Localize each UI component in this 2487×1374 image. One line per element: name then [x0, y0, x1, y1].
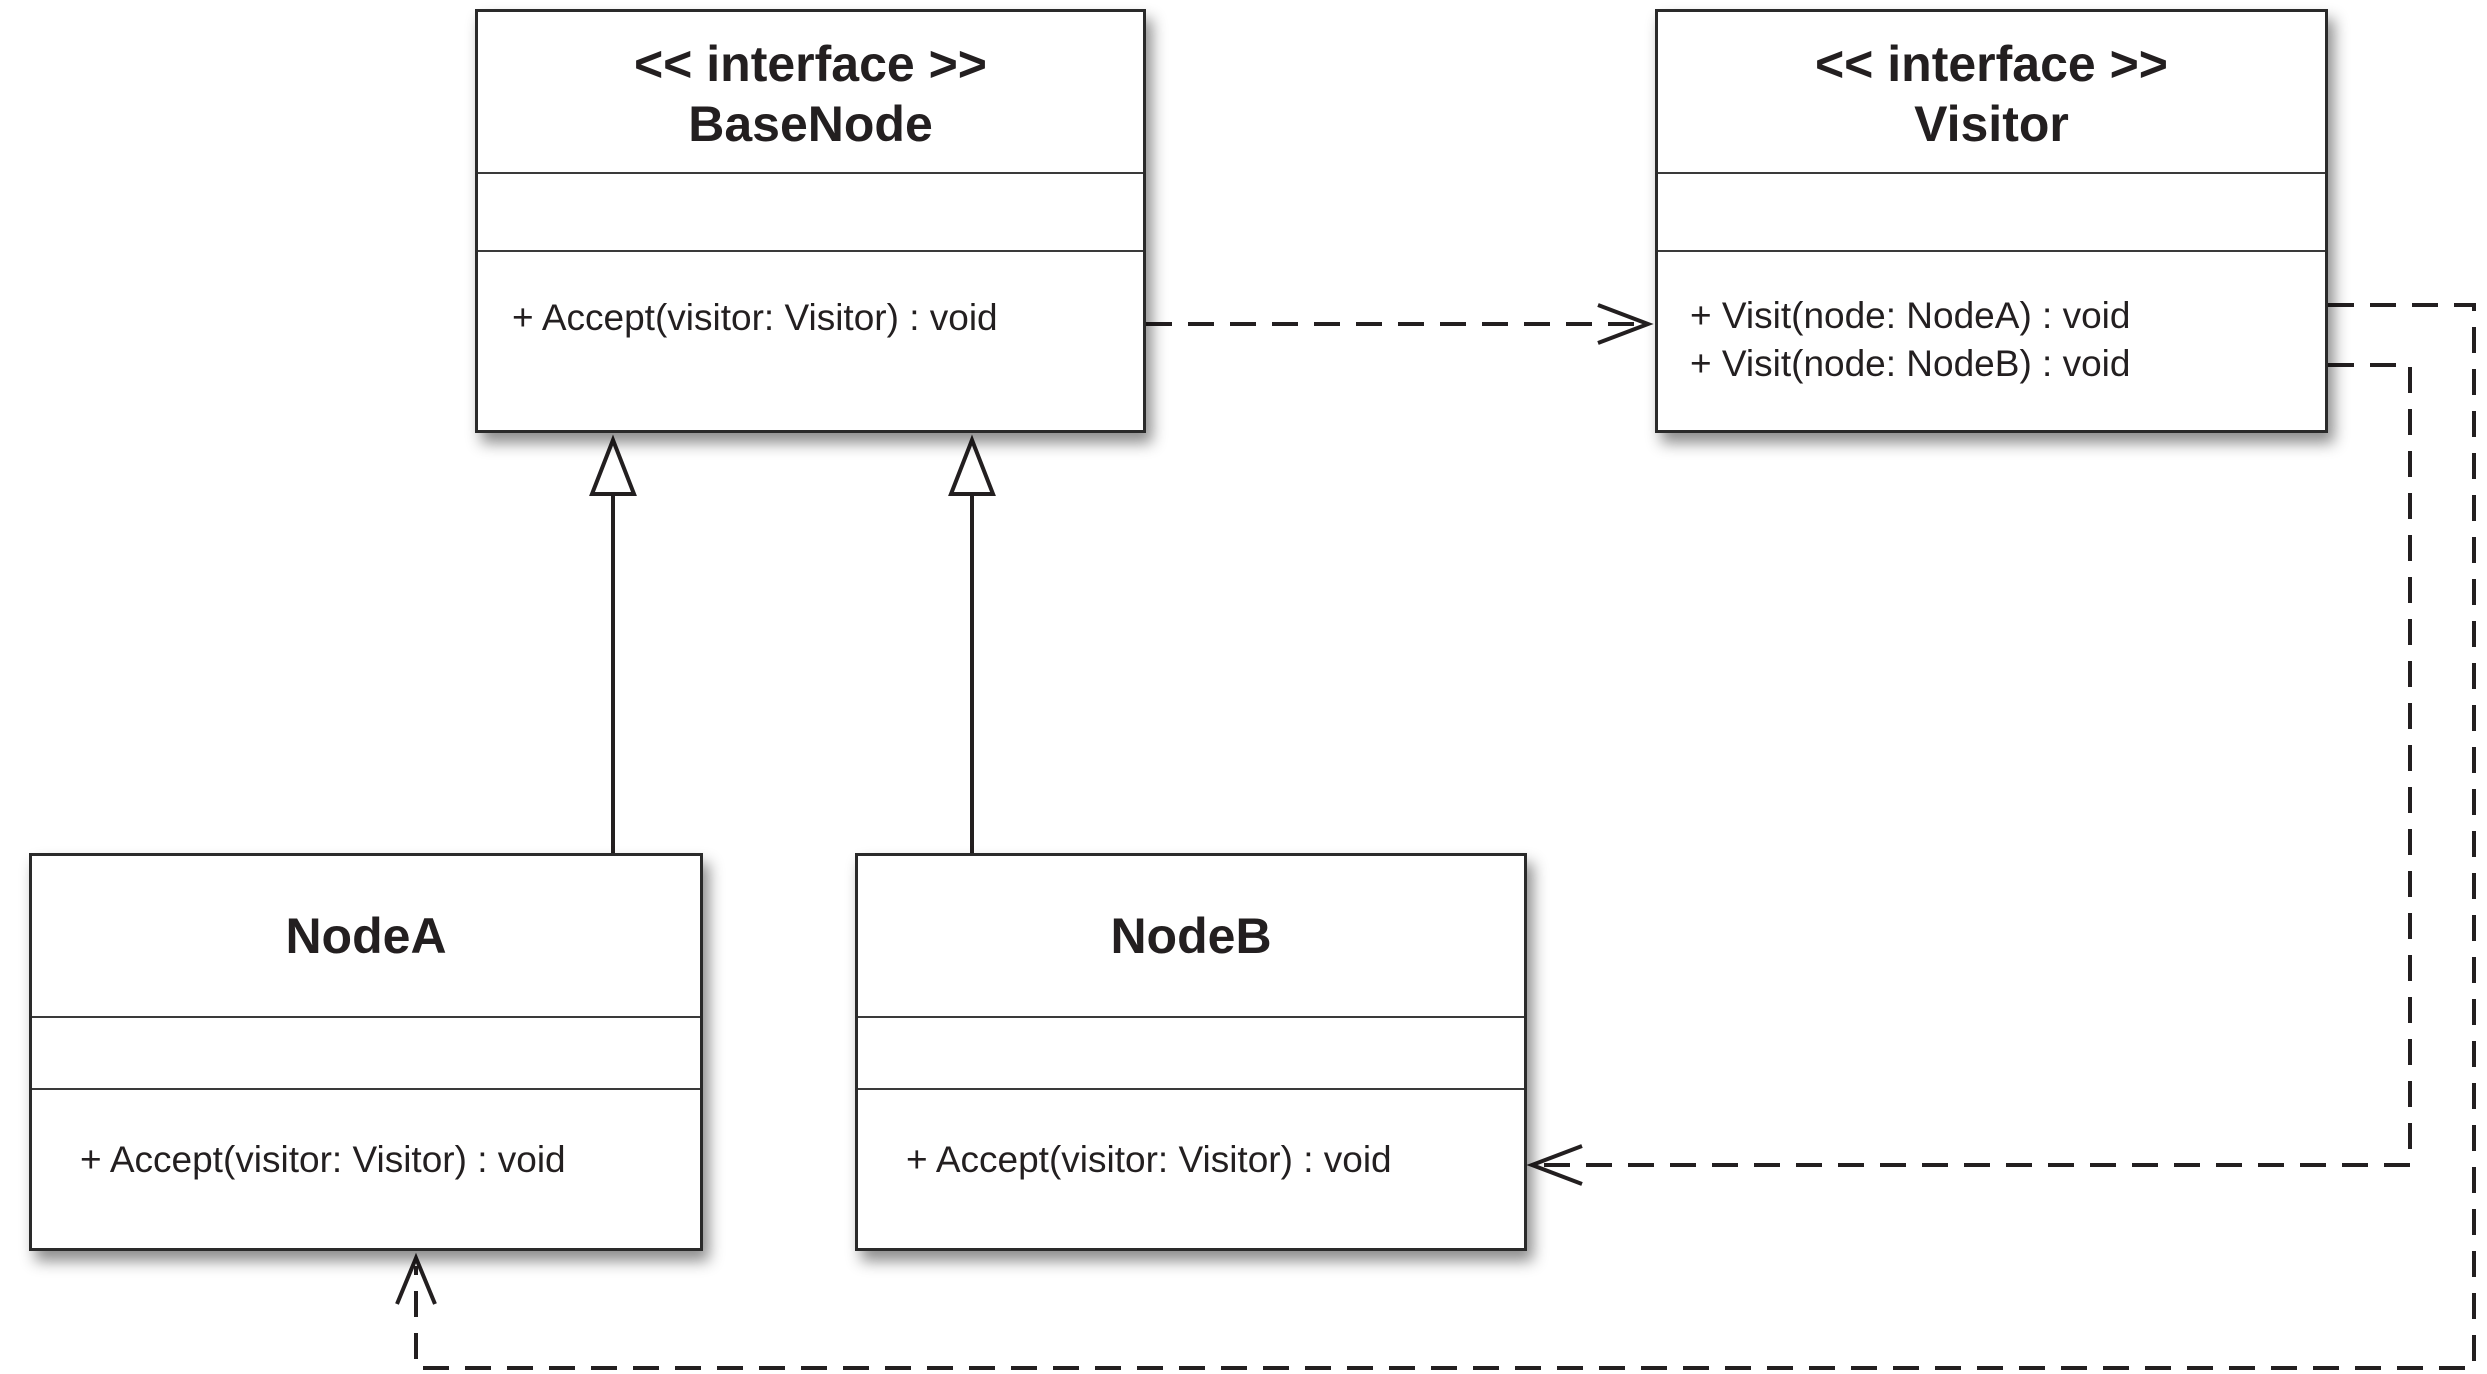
operation: + Visit(node: NodeB) : void [1690, 343, 2131, 384]
class-name-compartment: << interface >> BaseNode [478, 12, 1143, 174]
operations-compartment: + Accept(visitor: Visitor) : void [32, 1090, 700, 1248]
class-name-compartment: NodeB [858, 856, 1524, 1018]
class-box-visitor[interactable]: << interface >> Visitor + Visit(node: No… [1655, 9, 2328, 433]
operation: + Accept(visitor: Visitor) : void [80, 1139, 566, 1180]
operation: + Accept(visitor: Visitor) : void [906, 1139, 1392, 1180]
dependency-visitor-nodea [395, 303, 2476, 1370]
stereotype-label: << interface >> [633, 36, 987, 92]
class-name: NodeB [1110, 908, 1272, 964]
operation: + Accept(visitor: Visitor) : void [512, 297, 998, 338]
operations-compartment: + Accept(visitor: Visitor) : void [478, 252, 1143, 430]
attributes-compartment [32, 1018, 700, 1090]
open-arrowhead [395, 1252, 437, 1305]
attributes-compartment [1658, 174, 2325, 252]
realization-nodeb-basenode [948, 434, 996, 853]
class-name: Visitor [1914, 96, 2069, 152]
attributes-compartment [478, 174, 1143, 252]
dependency-visitor-nodeb [1526, 363, 2412, 1186]
class-name: BaseNode [688, 96, 933, 152]
hollow-triangle-arrowhead [589, 434, 637, 496]
operations-compartment: + Accept(visitor: Visitor) : void [858, 1090, 1524, 1248]
open-arrowhead [1526, 1144, 1583, 1186]
dependency-basenode-visitor [1146, 303, 1654, 345]
hollow-triangle-arrowhead [948, 434, 996, 496]
class-name: NodeA [285, 908, 447, 964]
class-box-nodea[interactable]: NodeA + Accept(visitor: Visitor) : void [29, 853, 703, 1251]
realization-nodea-basenode [589, 434, 637, 853]
stereotype-label: << interface >> [1814, 36, 2168, 92]
class-box-basenode[interactable]: << interface >> BaseNode + Accept(visito… [475, 9, 1146, 433]
operation: + Visit(node: NodeA) : void [1690, 295, 2131, 336]
open-arrowhead [1597, 303, 1654, 345]
class-name-compartment: NodeA [32, 856, 700, 1018]
operations-compartment: + Visit(node: NodeA) : void + Visit(node… [1658, 252, 2325, 430]
attributes-compartment [858, 1018, 1524, 1090]
class-box-nodeb[interactable]: NodeB + Accept(visitor: Visitor) : void [855, 853, 1527, 1251]
class-name-compartment: << interface >> Visitor [1658, 12, 2325, 174]
